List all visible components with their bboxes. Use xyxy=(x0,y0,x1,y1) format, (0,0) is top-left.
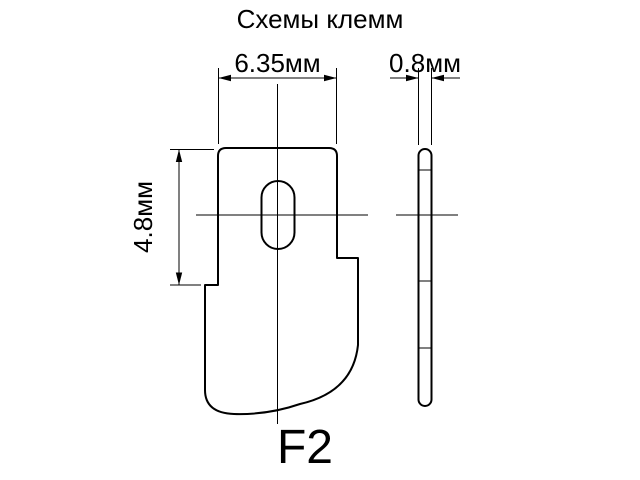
page-title: Схемы клемм xyxy=(237,4,404,34)
width-dimension-label: 6.35мм xyxy=(234,48,320,78)
height-dimension-label: 4.8мм xyxy=(128,181,158,253)
arrow-left-icon xyxy=(218,74,231,82)
figure-label: F2 xyxy=(277,421,333,474)
height-dimension: 4.8мм xyxy=(128,149,214,286)
center-lines xyxy=(196,84,458,424)
width-dimension: 6.35мм xyxy=(218,48,337,144)
side-view-outline xyxy=(417,148,433,407)
thickness-dimension: 0.8мм xyxy=(389,48,461,145)
arrow-right-icon xyxy=(324,74,337,82)
arrow-down-icon xyxy=(175,272,183,285)
arrow-up-icon xyxy=(175,149,183,162)
thickness-dimension-label: 0.8мм xyxy=(389,48,461,78)
side-view xyxy=(417,148,433,407)
arrow-left-icon xyxy=(431,74,444,82)
arrow-right-icon xyxy=(406,74,419,82)
front-view xyxy=(204,147,359,416)
